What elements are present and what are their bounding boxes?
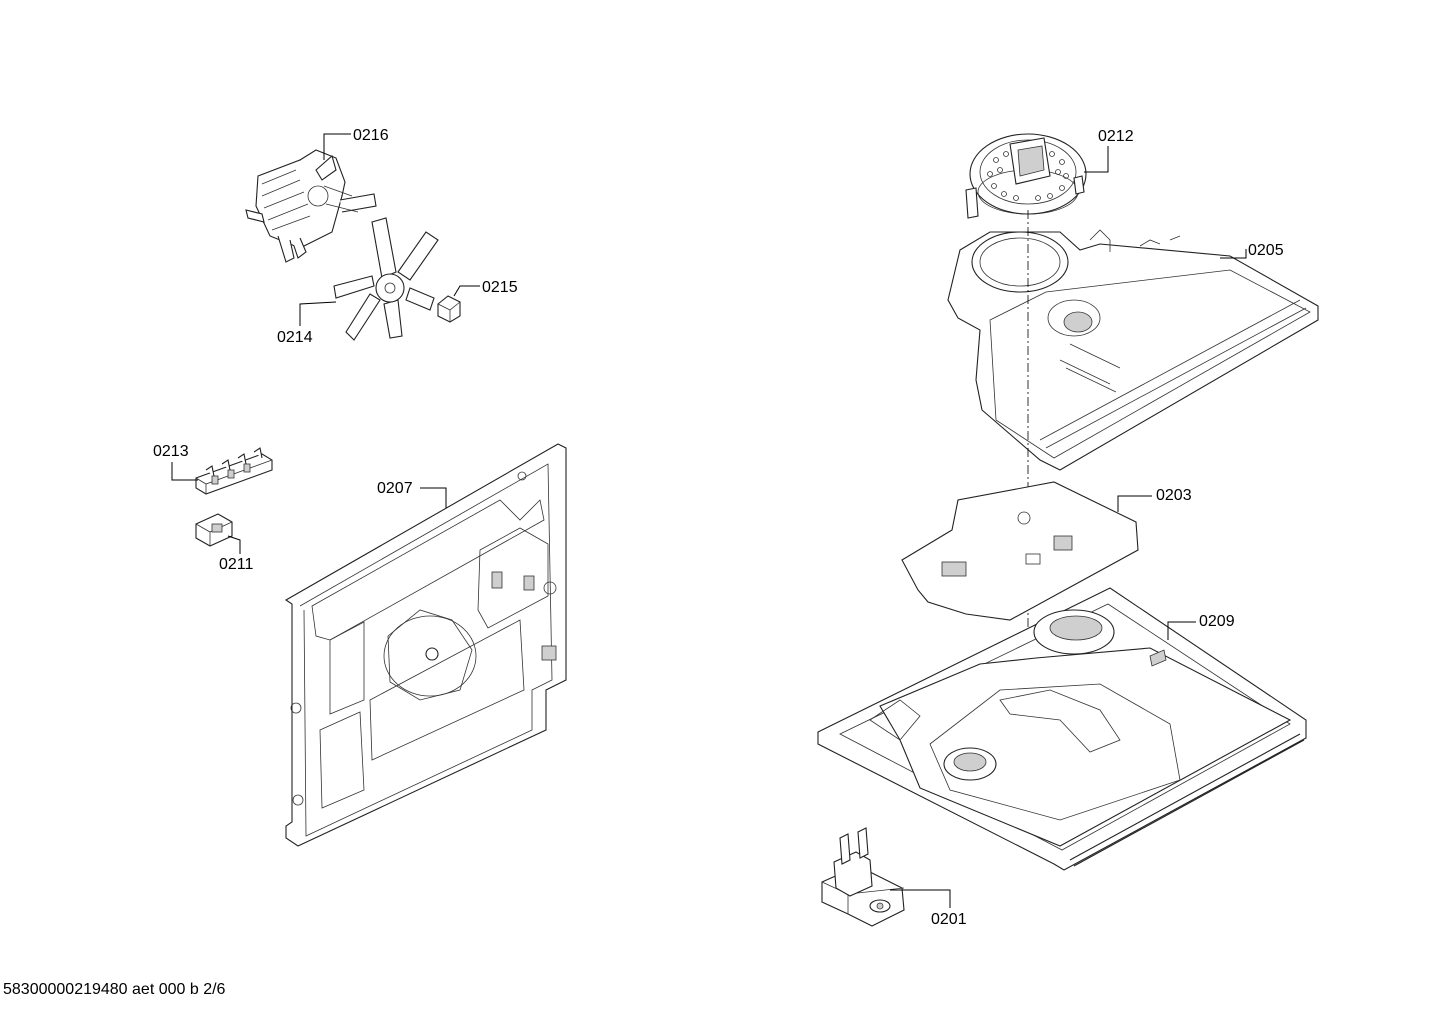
callout-0213: 0213: [153, 443, 189, 460]
part-0215-nut[interactable]: [437, 295, 461, 323]
part-0207-rear-panel[interactable]: [284, 443, 567, 847]
callout-0205: 0205: [1248, 242, 1284, 259]
callout-0209: 0209: [1199, 613, 1235, 630]
part-0203-insulation-sheet[interactable]: [901, 481, 1139, 621]
part-0212-fan-ring[interactable]: [965, 133, 1087, 219]
part-0211-bracket[interactable]: [195, 513, 233, 547]
part-0209-base-tray[interactable]: [817, 587, 1307, 871]
callout-0201: 0201: [931, 911, 967, 928]
callout-0207: 0207: [377, 480, 413, 497]
callout-0211: 0211: [219, 556, 254, 573]
part-0214-fan-blade[interactable]: [333, 217, 439, 341]
callout-0214: 0214: [277, 329, 313, 346]
part-0201-sensor[interactable]: [821, 827, 905, 927]
document-code: 58300000219480 aet 000 b 2/6: [3, 981, 226, 998]
part-0205-fan-housing[interactable]: [947, 229, 1319, 471]
callout-0216: 0216: [353, 127, 389, 144]
part-0216-fan-motor[interactable]: [245, 149, 377, 263]
callout-0203: 0203: [1156, 487, 1192, 504]
part-0213-terminal-block[interactable]: [195, 447, 273, 495]
callout-0215: 0215: [482, 279, 518, 296]
callout-0212: 0212: [1098, 128, 1134, 145]
